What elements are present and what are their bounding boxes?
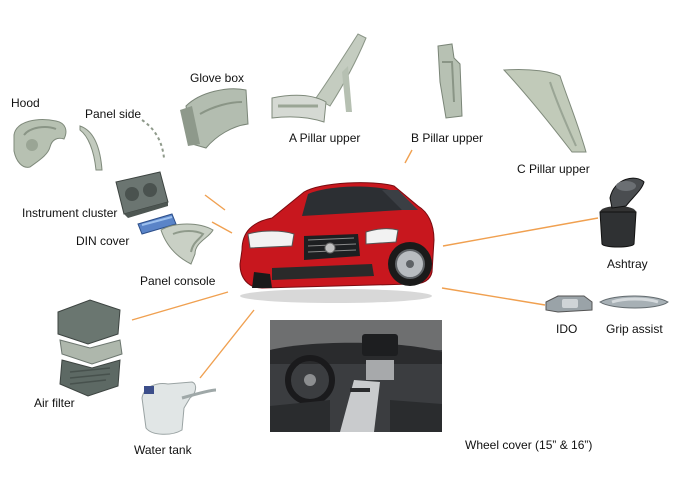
- hood-part-image: [13, 119, 67, 168]
- label-b-pillar-upper: B Pillar upper: [411, 131, 484, 145]
- label-ido: IDO: [556, 322, 578, 336]
- c-pillar-upper-part-image: [502, 69, 587, 153]
- connector-ido: [441, 287, 546, 306]
- dashboard-photo: [270, 320, 442, 432]
- a-pillar-upper-part-image: [271, 33, 367, 123]
- ido-part-image: [545, 295, 593, 313]
- panel-side-trim-image: [141, 119, 165, 159]
- panel-console-part-image: [160, 223, 214, 265]
- label-glove-box: Glove box: [190, 71, 245, 85]
- label-c-pillar-upper: C Pillar upper: [517, 162, 590, 176]
- air-filter-part-image: [57, 299, 123, 397]
- label-wheel-cover: Wheel cover (15” & 16”): [465, 438, 593, 452]
- label-air-filter: Air filter: [34, 396, 75, 410]
- din-cover-part-image: [137, 213, 177, 235]
- connector-water-tank: [199, 309, 255, 379]
- label-hood: Hood: [11, 96, 40, 110]
- instrument-cluster-part-image: [115, 171, 169, 218]
- connector-b-pillar: [404, 149, 413, 164]
- label-water-tank: Water tank: [134, 443, 192, 457]
- label-panel-console: Panel console: [140, 274, 216, 288]
- label-panel-side: Panel side: [85, 107, 142, 121]
- label-grip-assist: Grip assist: [606, 322, 663, 336]
- connector-ashtray: [442, 217, 599, 247]
- glove-box-part-image: [180, 88, 249, 149]
- panel-side-part-image: [79, 125, 103, 171]
- connector-panel-console: [211, 221, 233, 234]
- label-din-cover: DIN cover: [76, 234, 130, 248]
- label-a-pillar-upper: A Pillar upper: [289, 131, 361, 145]
- connector-glove-box: [204, 194, 226, 211]
- car-icon: [239, 182, 435, 303]
- label-instrument-cluster: Instrument cluster: [22, 206, 118, 220]
- b-pillar-upper-part-image: [437, 43, 463, 119]
- grip-assist-part-image: [599, 295, 669, 309]
- label-ashtray: Ashtray: [607, 257, 648, 271]
- connector-air-filter: [131, 291, 229, 321]
- ashtray-part-image: [599, 177, 645, 248]
- water-tank-part-image: [141, 381, 217, 435]
